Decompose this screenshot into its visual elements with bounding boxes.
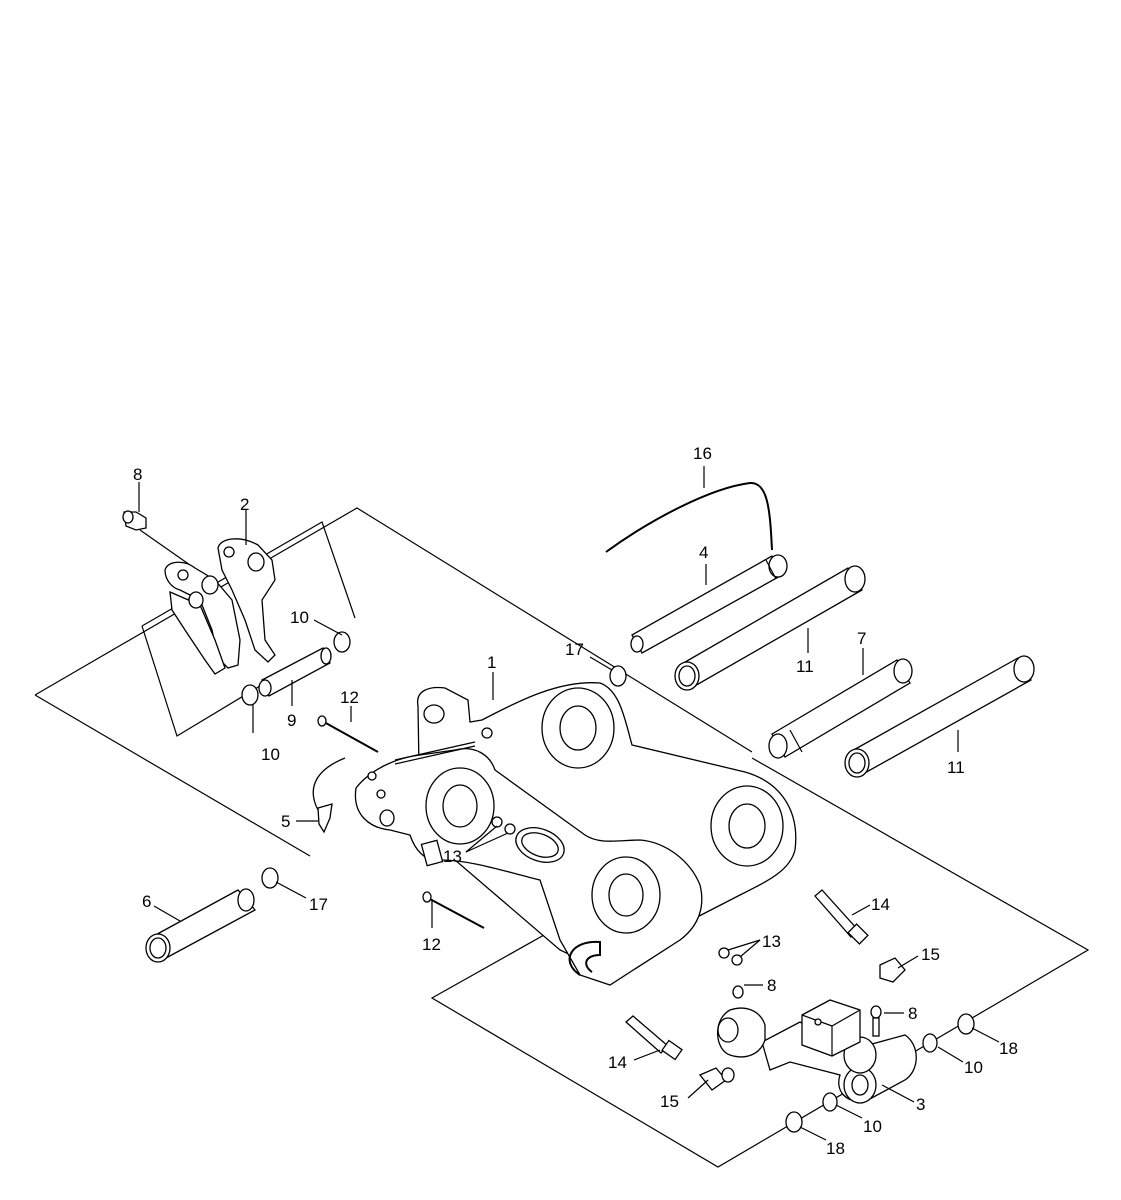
part-5-lock-pin [312,757,346,834]
callout-18-right: 18 [999,1039,1018,1058]
callout-14-lower: 14 [608,1053,627,1072]
part-16-wire [605,481,773,553]
part-7-pin [768,658,913,759]
callout-1: 1 [487,653,496,672]
part-2-bracket [164,538,276,675]
part-15-elbow-upper [879,957,906,983]
part-15-elbow-lower [698,1067,735,1091]
leader-lines [138,466,1000,1141]
part-12-bolt-upper [317,715,379,753]
callout-7: 7 [857,629,866,648]
part-11-pin-upper [674,565,866,691]
callout-8-middle: 8 [767,976,776,995]
callout-9: 9 [287,711,296,730]
part-1-main-frame [354,682,797,986]
callout-10-left: 10 [261,745,280,764]
callout-10-bottom: 10 [863,1117,882,1136]
part-14-hose-fitting-lower [625,1015,683,1061]
callout-12-lower: 12 [422,935,441,954]
part-17-rings [261,665,627,889]
callout-labels: 1 2 3 4 5 6 7 8 8 8 9 10 10 10 10 11 11 … [133,444,1018,1158]
callout-18-bottom: 18 [826,1139,845,1158]
callout-17-upper: 17 [565,640,584,659]
part-14-hose-fitting-upper [814,889,869,945]
callout-15-upper: 15 [921,945,940,964]
callout-5: 5 [281,812,290,831]
callout-3: 3 [916,1095,925,1114]
callout-10-upper: 10 [290,608,309,627]
callout-8-right: 8 [908,1004,917,1023]
part-6-pin [145,888,257,963]
callout-4: 4 [699,543,708,562]
callout-11-lower: 11 [947,758,965,777]
part-4-pin [630,554,788,654]
part-18-washers [785,1013,975,1133]
part-9-pin [258,647,332,697]
callout-13-left: 13 [443,847,462,866]
part-12-bolt-lower [422,891,485,929]
callout-6: 6 [142,892,151,911]
callout-12-upper: 12 [340,688,359,707]
part-11-pin-lower [844,655,1035,778]
callout-14-upper: 14 [871,895,890,914]
callout-10-right: 10 [964,1058,983,1077]
callout-2: 2 [240,495,249,514]
callout-13-right: 13 [762,932,781,951]
callout-15-lower: 15 [660,1092,679,1111]
callout-17-lower: 17 [309,895,328,914]
callout-11-upper: 11 [796,657,814,676]
part-3-valve-block [717,985,917,1104]
part-10-rings [241,631,938,1112]
callout-8-top: 8 [133,465,142,484]
part-8-grease-nipple-top [122,510,147,531]
callout-16: 16 [693,444,712,463]
part-13-nuts [491,816,743,966]
